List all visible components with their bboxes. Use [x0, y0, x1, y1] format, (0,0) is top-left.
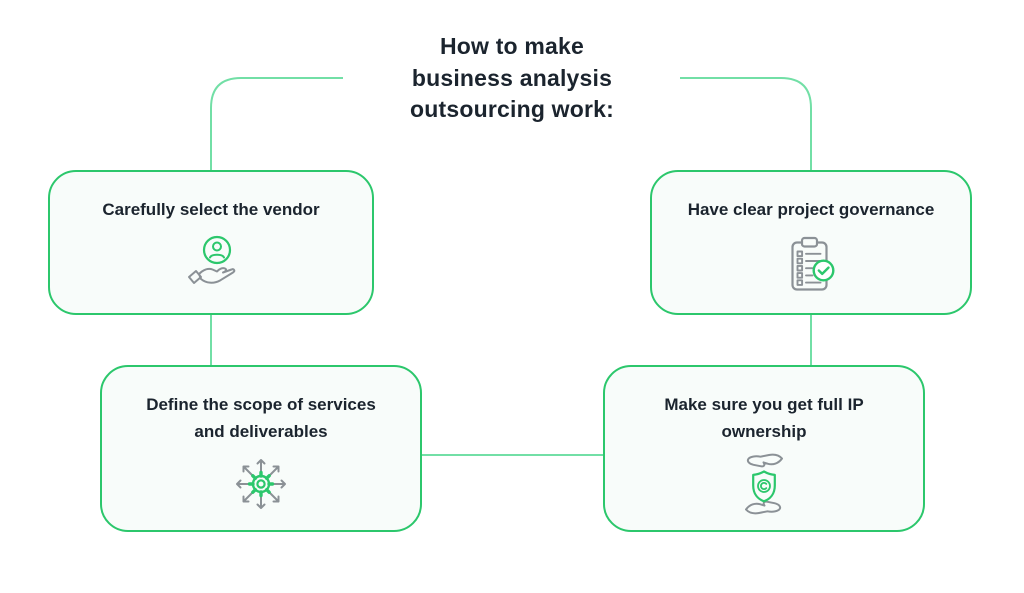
page-title: How to make business analysis outsourcin… — [0, 31, 1024, 126]
card-heading-line: and deliverables — [194, 422, 328, 441]
card-heading: Carefully select the vendor — [102, 196, 319, 223]
title-line-1: How to make — [439, 33, 585, 59]
card-heading-line: Make sure you get full IP — [664, 395, 864, 414]
card-heading: Have clear project governance — [688, 196, 935, 223]
card-heading-line: Define the scope of services — [146, 395, 376, 414]
card-heading: Define the scope of services and deliver… — [146, 391, 376, 445]
card-scope-services: Define the scope of services and deliver… — [100, 365, 422, 532]
title-line-3: outsourcing work: — [409, 96, 614, 122]
card-project-governance: Have clear project governance — [650, 170, 972, 315]
card-heading-line: Carefully select the vendor — [102, 200, 320, 219]
connector-title-right — [680, 77, 812, 170]
hand-offering-user-icon — [182, 235, 240, 289]
gear-expand-arrows-icon — [230, 452, 292, 514]
title-line-2: business analysis — [411, 64, 613, 91]
clipboard-checklist-icon — [784, 235, 838, 295]
card-select-vendor: Carefully select the vendor — [48, 170, 374, 315]
card-heading: Make sure you get full IP ownership — [664, 391, 863, 445]
card-heading-line: ownership — [721, 422, 807, 441]
shield-copyright-hands-icon — [736, 452, 792, 516]
card-heading-line: Have clear project governance — [687, 200, 935, 219]
connector-title-left — [210, 77, 343, 170]
card-ip-ownership: Make sure you get full IP ownership — [603, 365, 925, 532]
